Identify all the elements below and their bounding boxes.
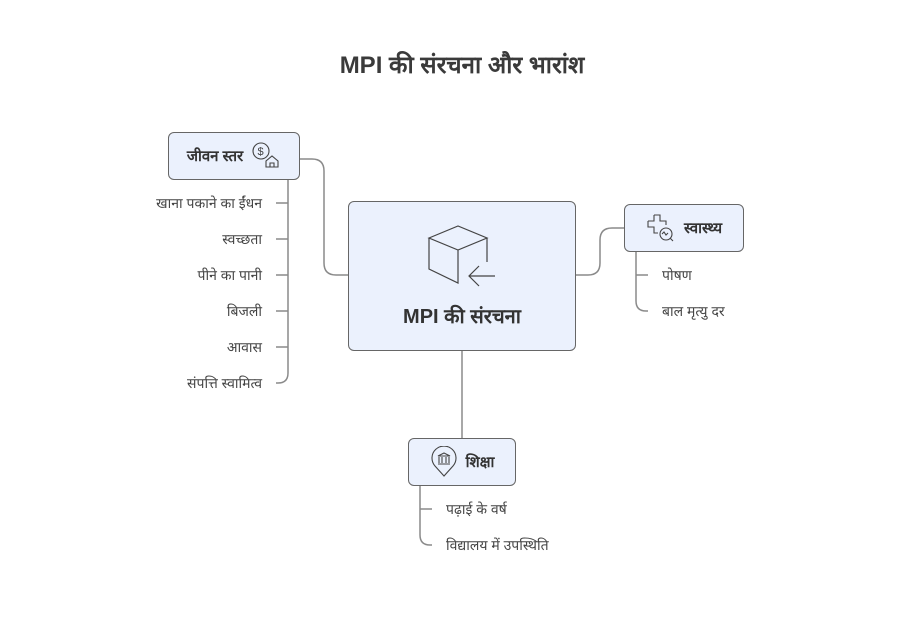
health-tree <box>635 252 648 312</box>
svg-text:$: $ <box>258 146 264 158</box>
living-standard-item: बिजली <box>226 303 262 319</box>
cube-arrow-icon <box>427 224 495 286</box>
living-standard-item: संपत्ति स्वामित्व <box>187 375 262 391</box>
living-standard-label: जीवन स्तर <box>186 148 244 165</box>
living-standard-item: खाना पकाने का ईंधन <box>156 195 262 211</box>
education-item: पढ़ाई के वर्ष <box>446 501 507 517</box>
education-label: शिक्षा <box>465 454 495 471</box>
health-label: स्वास्थ्य <box>683 220 723 237</box>
health-item: बाल मृत्यु दर <box>662 303 725 319</box>
medical-cross-monitor-icon <box>647 214 674 242</box>
center-node[interactable]: MPI की संरचना <box>348 201 576 351</box>
money-house-icon: $ <box>252 142 279 168</box>
health-node[interactable]: स्वास्थ्य <box>624 204 744 252</box>
education-tree <box>419 486 432 546</box>
living-standard-item: पीने का पानी <box>197 267 262 283</box>
living-standard-tree <box>276 180 289 384</box>
connector-living-standard <box>300 158 348 276</box>
living-standard-item: स्वच्छता <box>222 231 262 247</box>
health-item: पोषण <box>662 267 692 283</box>
center-label: MPI की संरचना <box>403 305 521 328</box>
connector-health <box>576 227 624 276</box>
living-standard-item: आवास <box>226 339 262 355</box>
education-item: विद्यालय में उपस्थिति <box>446 537 549 553</box>
education-node[interactable]: शिक्षा <box>408 438 516 486</box>
institution-pin-icon <box>431 446 457 477</box>
diagram-title: MPI की संरचना और भारांश <box>339 52 585 79</box>
living-standard-node[interactable]: जीवन स्तर $ <box>168 132 300 180</box>
